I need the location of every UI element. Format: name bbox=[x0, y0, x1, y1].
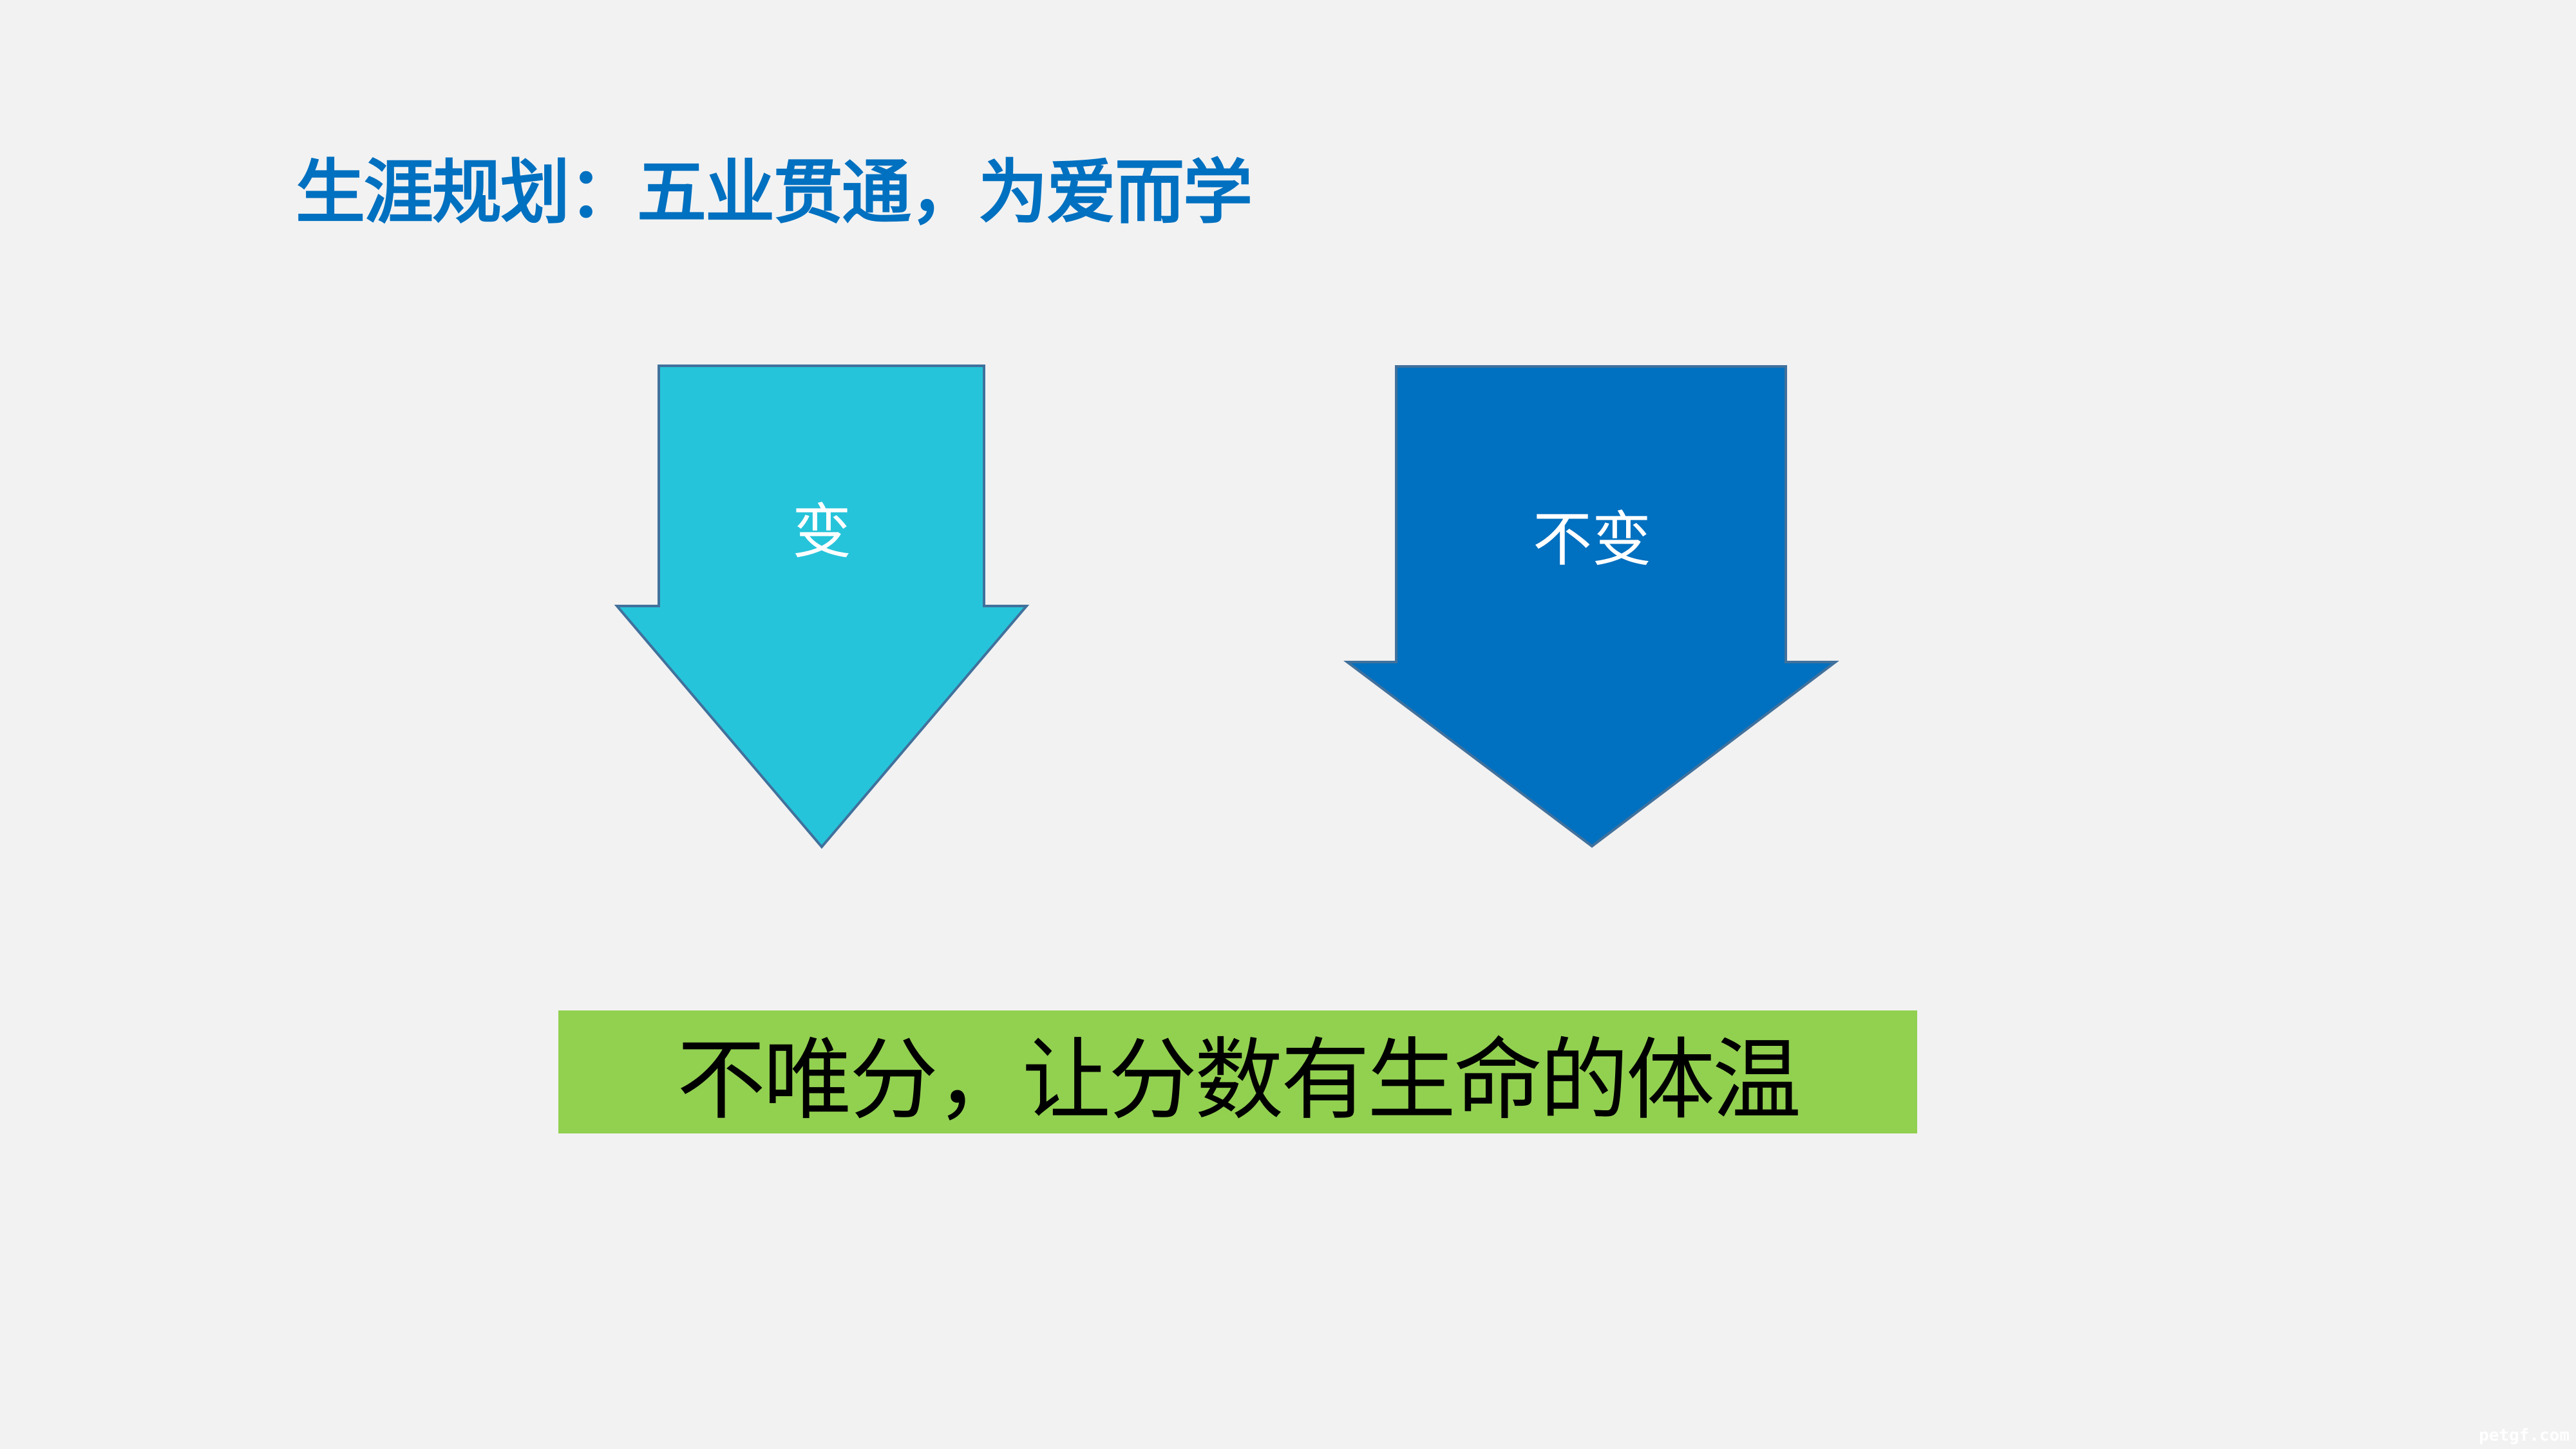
watermark: petgf.com bbox=[2479, 1426, 2570, 1445]
slide-title: 生涯规划：五业贯通，为爱而学 bbox=[296, 153, 1253, 233]
arrow-change bbox=[614, 365, 1030, 849]
arrow-change-label: 变 bbox=[791, 497, 852, 567]
banner: 不唯分，让分数有生命的体温 bbox=[558, 1010, 1917, 1133]
banner-text: 不唯分，让分数有生命的体温 bbox=[676, 1028, 1801, 1132]
arrow-unchanged bbox=[1343, 365, 1839, 848]
arrow-unchanged-label: 不变 bbox=[1532, 505, 1652, 574]
